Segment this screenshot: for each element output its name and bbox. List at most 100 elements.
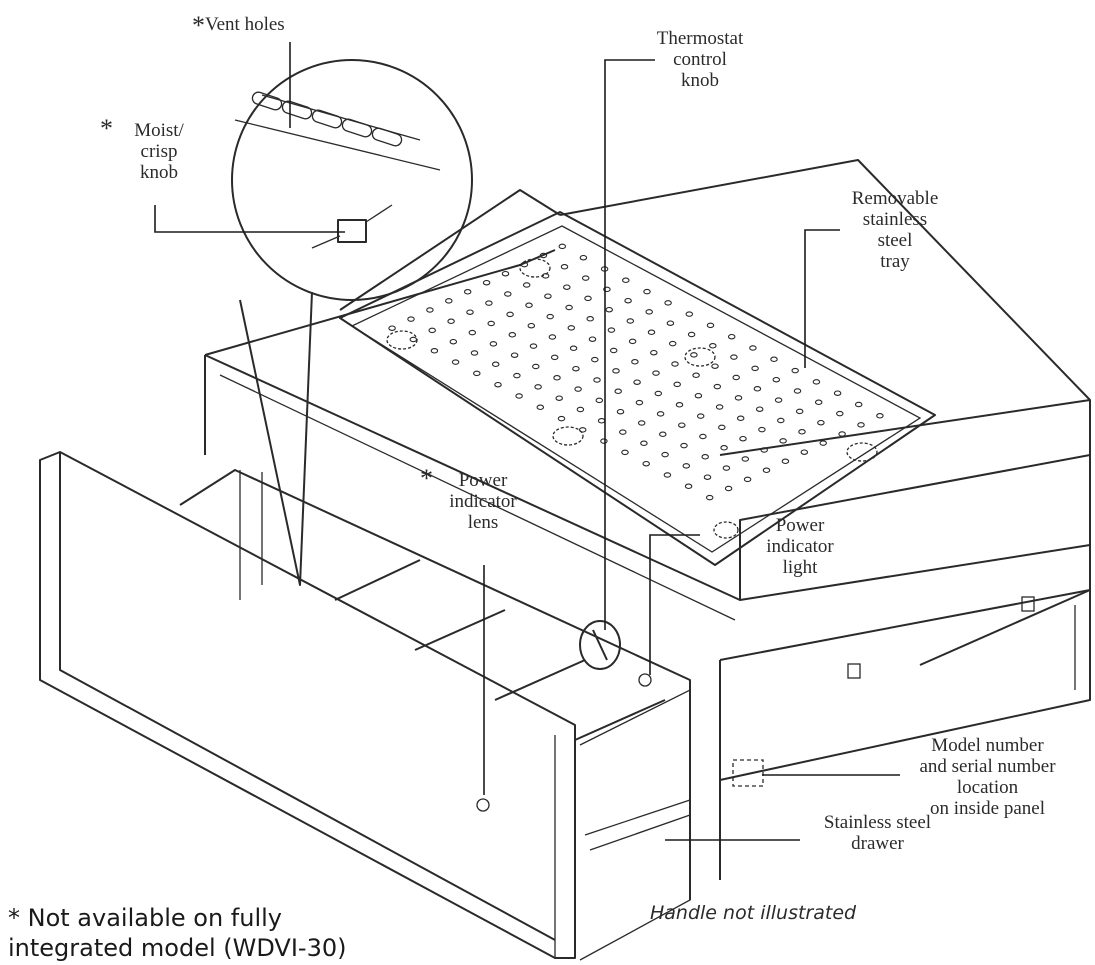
tray-hole xyxy=(593,377,601,383)
tray-hole xyxy=(595,397,604,404)
tray-hole xyxy=(659,431,667,438)
tray-hole xyxy=(645,309,653,315)
tray-hole xyxy=(588,336,597,342)
tray-hole xyxy=(612,368,620,374)
tray-hole xyxy=(798,429,806,435)
tray-hole xyxy=(426,307,434,313)
tray-hole xyxy=(666,320,675,326)
tray-hole xyxy=(692,372,700,379)
tray-hole xyxy=(548,334,557,340)
tray-hole xyxy=(555,395,563,401)
tray-hole xyxy=(720,445,728,451)
tray-hole xyxy=(711,363,719,369)
tray-hole xyxy=(647,329,656,336)
tray-hole xyxy=(854,401,863,408)
tray-hole xyxy=(409,336,418,343)
tray-hole xyxy=(703,474,712,480)
tray-hole xyxy=(684,483,693,490)
tray-hole xyxy=(687,331,696,338)
tray-hole xyxy=(574,386,582,392)
tray-hole xyxy=(628,338,637,345)
tray-hole xyxy=(529,343,538,349)
tray-hole xyxy=(510,352,519,358)
tray-hole xyxy=(673,381,681,388)
tray-hole xyxy=(468,329,477,336)
tray-hole xyxy=(743,476,752,483)
tray-hole xyxy=(579,254,588,261)
tray-hole xyxy=(508,332,517,338)
tray-hole xyxy=(739,435,747,442)
tray-hole xyxy=(650,349,658,356)
tray-hole xyxy=(836,410,844,417)
tray-hole xyxy=(532,363,540,370)
tray-hole xyxy=(626,318,635,324)
tray-hole xyxy=(685,311,694,317)
tray-hole xyxy=(709,343,717,349)
tray-hole xyxy=(722,465,731,471)
tray-hole xyxy=(567,325,576,331)
tray-hole xyxy=(643,288,651,295)
tray-hole xyxy=(544,293,552,299)
tray-hole xyxy=(736,415,745,422)
tray-hole xyxy=(563,284,571,290)
tray-hole xyxy=(654,390,663,397)
tray-hole xyxy=(522,282,531,288)
tray-hole xyxy=(706,322,715,329)
tray-hole xyxy=(713,383,722,390)
tray-hole xyxy=(640,440,648,447)
tray-hole xyxy=(557,415,566,422)
tray-hole xyxy=(482,279,491,286)
tray-hole xyxy=(791,367,799,374)
tray-hole xyxy=(622,277,630,284)
tray-hole xyxy=(550,354,559,361)
tray-hole xyxy=(749,345,757,351)
magnifier-callout xyxy=(231,59,473,586)
tray-hole xyxy=(569,345,578,352)
tray-hole xyxy=(696,413,705,419)
thermostat-control-knob-label: Thermostat control knob xyxy=(656,28,744,91)
tray-hole xyxy=(819,440,827,446)
tray-hole xyxy=(772,376,781,383)
tray-hole xyxy=(572,365,580,372)
tray-hole xyxy=(591,356,599,363)
tray-hole xyxy=(430,348,439,354)
tray-hole xyxy=(635,399,644,406)
tray-hole xyxy=(727,333,736,340)
moist-crisp-knob-label: *Moist/ crisp knob xyxy=(100,114,184,184)
tray-hole xyxy=(560,264,569,270)
tray-hole xyxy=(701,454,709,460)
tray-hole xyxy=(491,361,500,368)
tray-hole xyxy=(675,402,684,408)
tray-hole xyxy=(451,359,460,365)
availability-note-line1: * Not available on fully xyxy=(8,904,282,932)
thermostat-knob-drawing xyxy=(579,620,652,687)
tray-hole xyxy=(755,406,764,412)
tray-hole xyxy=(734,395,743,401)
tray-hole xyxy=(718,424,726,431)
tray-hole xyxy=(705,494,714,501)
tray-hole xyxy=(614,388,622,395)
tray-hole xyxy=(624,297,632,304)
tray-hole xyxy=(779,438,787,444)
tray-hole xyxy=(621,449,629,456)
tray-hole xyxy=(586,316,594,322)
perforated-tray xyxy=(339,211,936,566)
tray-hole xyxy=(637,420,646,426)
tray-hole xyxy=(553,375,561,381)
tray-hole xyxy=(470,350,479,356)
tray-hole xyxy=(576,406,585,413)
tray-hole xyxy=(753,386,762,392)
tray-hole xyxy=(652,370,660,376)
tray-hole xyxy=(539,252,548,259)
tray-hole xyxy=(857,422,865,428)
tray-hole xyxy=(489,341,498,347)
tray-hole xyxy=(664,300,672,306)
tray-hole xyxy=(795,408,804,415)
tray-hole xyxy=(466,309,474,315)
tray-hole xyxy=(678,422,686,428)
tray-hole xyxy=(642,460,650,467)
tray-hole xyxy=(463,289,472,295)
tray-hole xyxy=(671,361,679,367)
